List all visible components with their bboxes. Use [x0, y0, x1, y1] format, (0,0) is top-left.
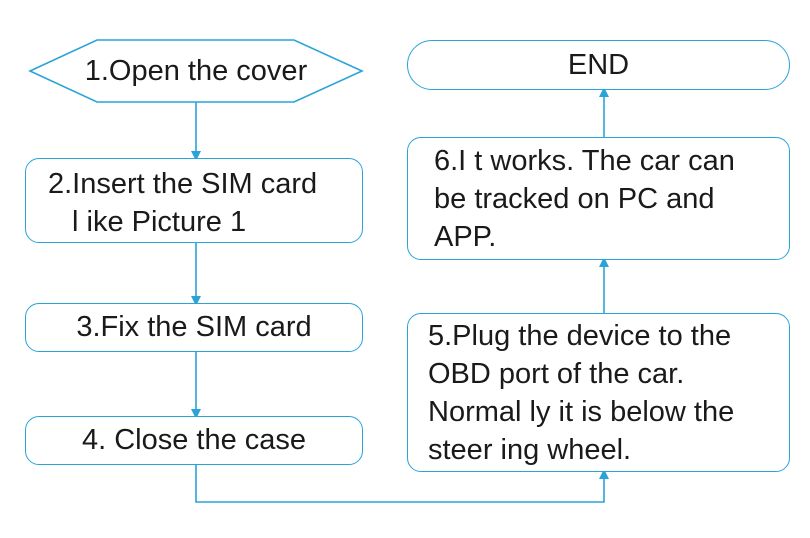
step-5-line-3: Normal ly it is below the — [428, 396, 735, 428]
step-5-node: 5.Plug the device to the OBD port of the… — [407, 313, 790, 472]
step-2-line-2: l ike Picture 1 — [72, 206, 247, 238]
step-5-line-2: OBD port of the car. — [428, 358, 685, 390]
end-node: END — [407, 40, 790, 90]
step-5-line-4: steer ing wheel. — [428, 434, 632, 466]
step-6-line-1: 6.I t works. The car can — [434, 145, 735, 177]
step-2-node: 2.Insert the SIM card l ike Picture 1 — [25, 158, 363, 243]
step-1-hexagon — [28, 39, 364, 103]
step-3-label: 3.Fix the SIM card — [76, 311, 312, 343]
end-label: END — [567, 49, 630, 81]
step-2-line-1: 2.Insert the SIM card — [48, 168, 318, 200]
step-1-label: 1.Open the cover — [84, 55, 308, 87]
step-6-node: 6.I t works. The car can be tracked on P… — [407, 137, 790, 260]
step-6-line-3: APP. — [434, 221, 497, 253]
step-5-line-1: 5.Plug the device to the — [428, 320, 732, 352]
step-6-line-2: be tracked on PC and — [434, 183, 715, 215]
step-1-node: 1.Open the cover — [30, 40, 362, 102]
step-4-node: 4. Close the case — [25, 416, 363, 465]
step-3-node: 3.Fix the SIM card — [25, 303, 363, 352]
step-4-label: 4. Close the case — [81, 424, 307, 456]
arrow-4-to-5 — [195, 465, 609, 503]
